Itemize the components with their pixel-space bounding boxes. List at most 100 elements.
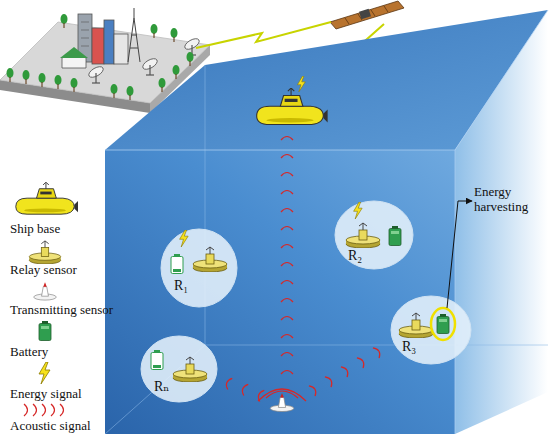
acoustic-waves-part <box>309 384 318 396</box>
acoustic-waves-part <box>341 365 350 377</box>
relay-ellipse: R₂ <box>334 200 414 270</box>
acoustic-waves-part <box>257 389 265 401</box>
satellite <box>330 1 404 29</box>
legend-text: Ship base <box>10 221 60 236</box>
relay-equipment-part <box>173 357 207 382</box>
ellipse-outline <box>390 295 472 365</box>
legend-icons-part <box>16 182 78 214</box>
relay-equipment-part <box>151 350 163 370</box>
ocean-box-part <box>105 150 455 434</box>
city-buildings-part <box>183 37 201 55</box>
node-label: Rₙ <box>154 379 169 395</box>
tree-row-part <box>23 70 30 84</box>
relay-ellipse: R₃ <box>390 295 472 365</box>
city-buildings-part <box>151 24 158 38</box>
city-buildings <box>60 8 201 83</box>
city-buildings-part <box>141 57 159 75</box>
legend-icons-part <box>51 404 55 416</box>
legend-icons-part <box>39 321 51 341</box>
satellite-part <box>330 1 404 29</box>
land-platform-part <box>0 22 210 103</box>
legend-icons <box>16 182 78 416</box>
satellite-link-part <box>196 22 331 48</box>
legend-text: Transmitting sensor <box>10 302 113 317</box>
legend-icons-part <box>24 404 28 416</box>
land-platform-part <box>150 45 210 113</box>
satellite-part <box>345 6 388 24</box>
city-buildings-part <box>60 47 88 58</box>
tree-row-part <box>173 65 180 79</box>
acoustic-waves-part <box>281 137 293 375</box>
city-buildings-part <box>81 38 89 39</box>
acoustic-waves-part <box>225 377 233 389</box>
ocean-box-part <box>105 10 548 150</box>
annotation-label: Energy harvesting <box>474 184 536 214</box>
tree-row-part <box>127 86 134 100</box>
legend-icons-part <box>33 404 37 416</box>
legend-text: Acoustic signal <box>10 418 91 433</box>
acoustic-waves-part <box>258 389 306 401</box>
legend-icons-part <box>42 404 46 416</box>
harvest-pointer <box>447 201 472 308</box>
node-label: R₁ <box>174 278 188 294</box>
ocean-box <box>105 10 548 434</box>
ship-base-part <box>297 76 305 92</box>
ellipse-outline <box>334 200 414 270</box>
legend-icons-part <box>29 241 60 264</box>
tree-row-part <box>111 84 118 98</box>
relay-equipment-part <box>180 230 189 247</box>
tree-row-part <box>39 73 46 87</box>
relay-equipment-part <box>389 226 401 246</box>
relay-equipment-part <box>437 314 449 334</box>
satellite-part <box>359 9 371 20</box>
relay-ellipse: Rₙ <box>140 335 218 403</box>
acoustic-waves <box>225 137 383 402</box>
tree-row-part <box>71 78 78 92</box>
transmitting-sensor-part <box>270 393 294 412</box>
acoustic-waves-part <box>357 356 366 368</box>
legend-text: Battery <box>10 344 48 359</box>
city-buildings-part <box>81 30 89 31</box>
satellite-link <box>196 22 384 92</box>
land-platform-part <box>0 80 150 113</box>
node-label: R₃ <box>402 339 416 355</box>
city-buildings-part <box>81 46 89 47</box>
tree-row <box>7 52 194 100</box>
acoustic-waves-part <box>325 375 334 387</box>
satellite-link-part <box>312 24 384 92</box>
tree-row-part <box>55 75 62 89</box>
tree-row-part <box>187 52 194 66</box>
city-buildings-part <box>92 28 104 64</box>
ellipse-outline <box>160 228 238 308</box>
city-buildings-part <box>62 50 86 68</box>
legend-text: Relay sensor <box>10 262 77 277</box>
relay-ellipse: R₁ <box>160 228 238 308</box>
city-buildings-part <box>81 22 89 23</box>
ocean-box-part <box>455 150 456 434</box>
legend-icons-part <box>34 282 57 300</box>
transmitting-sensor <box>270 393 294 412</box>
legend-icons-part <box>39 362 50 384</box>
relay-equipment <box>151 202 455 382</box>
harvest-pointer-part <box>447 201 472 308</box>
relay-equipment-part <box>399 313 433 338</box>
ship-base-part <box>257 88 328 125</box>
relay-equipment-part <box>346 223 380 248</box>
legend-text: Energy signal <box>10 386 82 401</box>
ellipse-shape <box>161 229 237 307</box>
acoustic-waves-part <box>241 383 249 395</box>
city-buildings-part <box>87 65 105 83</box>
ellipse-shape <box>335 201 413 269</box>
ocean-box-part <box>205 345 548 346</box>
city-buildings-part <box>78 14 92 62</box>
relay-equipment-part <box>354 202 363 219</box>
legend-icons-part <box>60 404 64 416</box>
ellipse-shape <box>391 296 471 364</box>
relay-equipment-part <box>431 308 455 340</box>
